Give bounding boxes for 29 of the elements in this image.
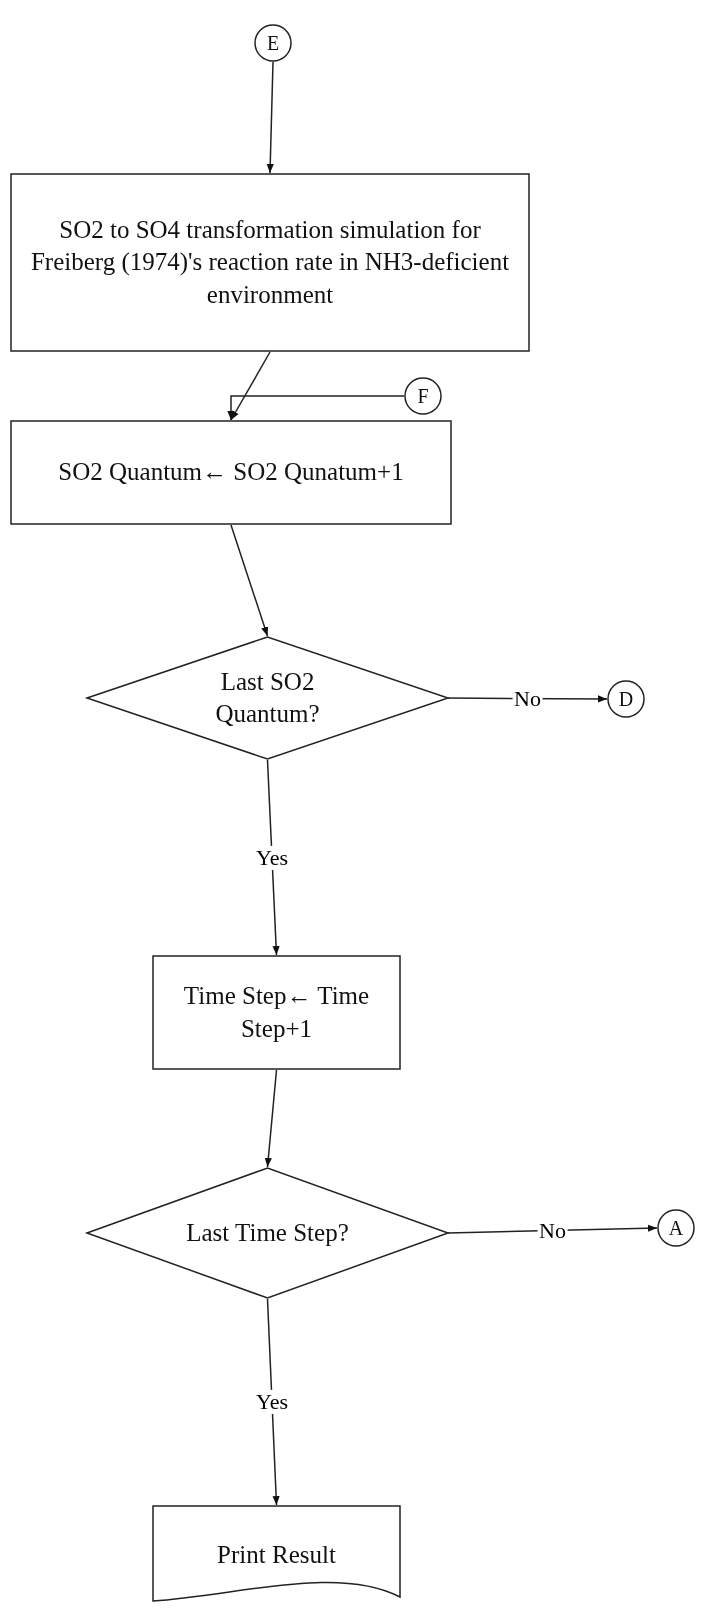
arrow: [230, 524, 269, 637]
connector-letter: E: [266, 31, 280, 56]
connector-circle: [254, 24, 292, 62]
connector-circle: [404, 377, 442, 415]
edge-label: Yes: [254, 845, 290, 870]
process-box: [10, 420, 452, 525]
connector-letter: F: [417, 384, 429, 409]
connector-letter: D: [618, 687, 634, 712]
box-text: SO2 to SO4 transformation simulation for Freiberg (1974)'s reaction rate in NH3-deficient environment: [29, 214, 511, 310]
arrow: [266, 61, 274, 174]
process-box: [10, 173, 530, 352]
arrow: [227, 395, 405, 421]
process-box: [152, 955, 401, 1070]
edge-label: Yes: [254, 1389, 290, 1415]
arrow: [264, 1069, 278, 1168]
box-text: Print Result: [217, 1539, 336, 1570]
document-shape: [152, 1505, 401, 1605]
decision-diamond: [87, 636, 448, 760]
decision-diamond: [87, 1167, 448, 1299]
arrow: [266, 759, 280, 956]
arrow: [230, 351, 271, 421]
box-text: SO2 Quantum← SO2 Qunatum+1: [58, 457, 404, 488]
connector-letter: A: [668, 1216, 684, 1241]
connector-circle: [657, 1209, 695, 1247]
decision-text: Last Time Step?: [186, 1217, 349, 1248]
box-text: Time Step← Time Step+1: [182, 981, 371, 1044]
connector-circle: [607, 680, 645, 718]
decision-text: Last SO2 Quantum?: [214, 666, 321, 729]
arrow: [266, 1298, 280, 1506]
